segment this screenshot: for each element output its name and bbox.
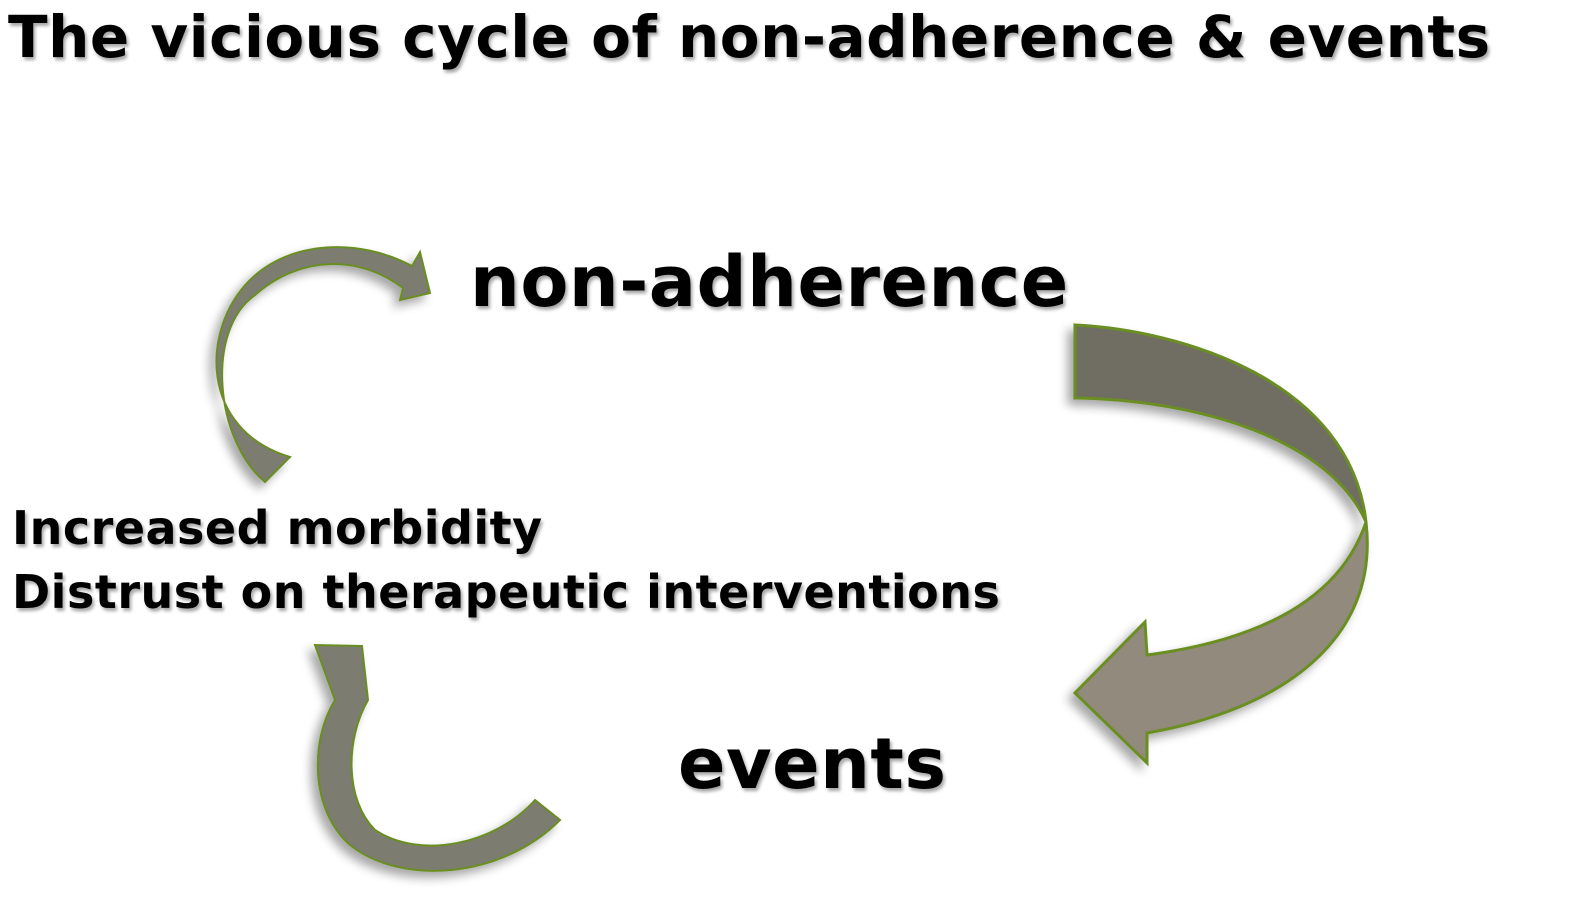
diagram-title: The vicious cycle of non-adherence & eve…	[8, 3, 1491, 71]
node-events: events	[678, 723, 947, 805]
arrow-left-to-nonadherence	[215, 246, 432, 484]
arrow-curve	[215, 246, 432, 484]
arrow-lower-band-head	[1072, 521, 1369, 767]
node-consequences-line-1: Increased morbidity	[12, 501, 543, 555]
node-consequences-line-2: Distrust on therapeutic interventions	[12, 565, 1001, 619]
node-consequences: Increased morbidity Distrust on therapeu…	[12, 496, 1000, 624]
arrow-curve	[313, 643, 562, 872]
arrow-events-to-left	[313, 643, 562, 872]
arrow-upper-band	[1073, 323, 1368, 523]
arrow-nonadherence-to-events	[1072, 323, 1369, 767]
node-non-adherence: non-adherence	[470, 241, 1069, 323]
